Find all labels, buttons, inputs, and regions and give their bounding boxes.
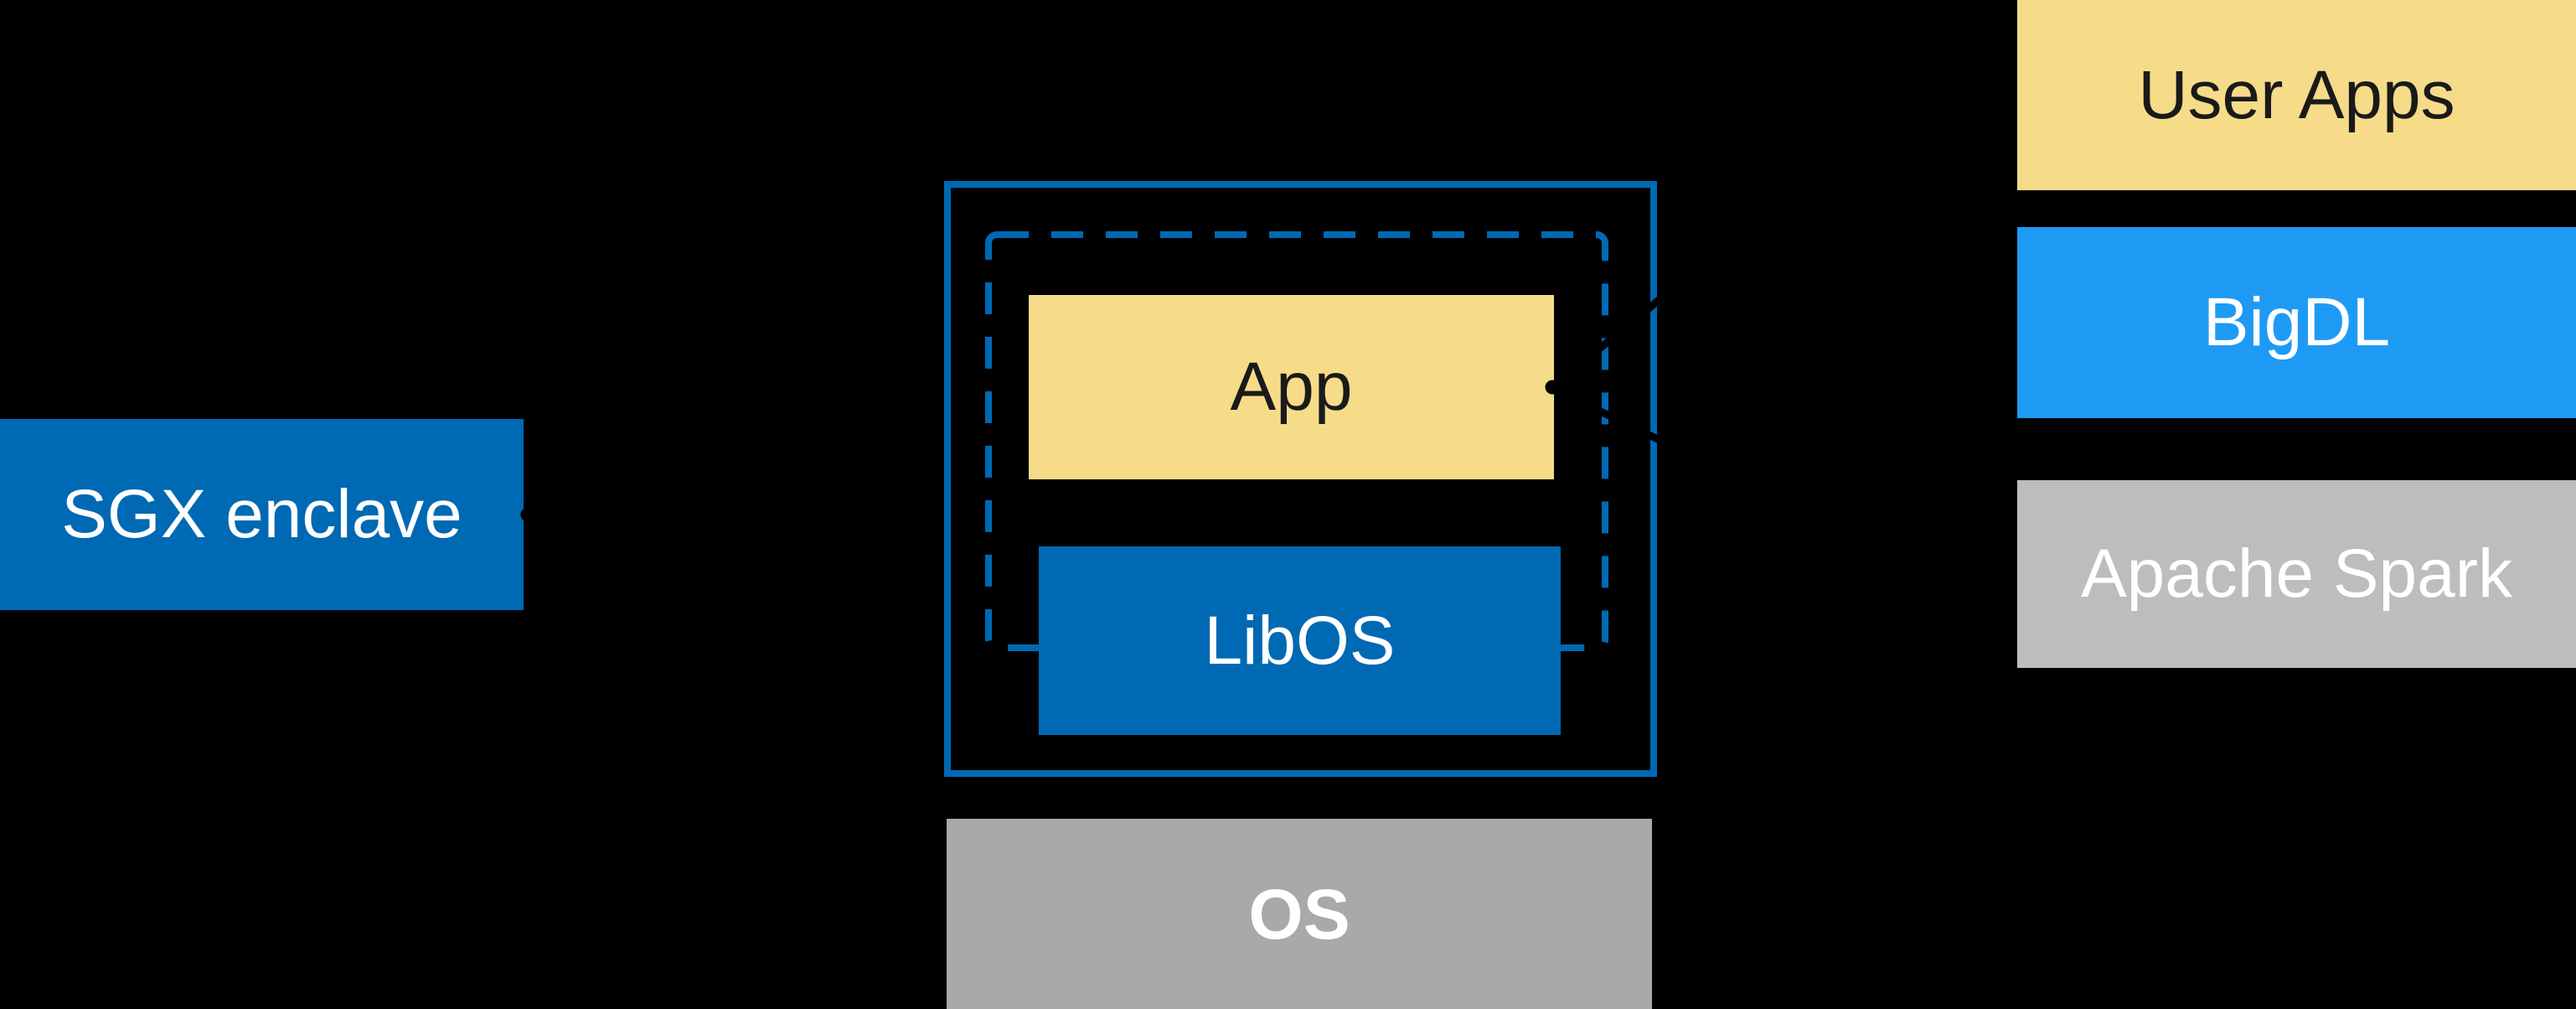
stack-to-app-arrow-upper-line xyxy=(1553,180,1804,388)
sgx-enclave-label-box: SGX enclave xyxy=(0,419,524,610)
libos-label: LibOS xyxy=(1204,602,1396,679)
libos-box: LibOS xyxy=(1039,546,1561,735)
sgx-enclave-label: SGX enclave xyxy=(61,476,462,552)
os-box: OS xyxy=(947,819,1652,1009)
stack-to-app-arrow-lower-line xyxy=(1554,385,1803,513)
app-label: App xyxy=(1230,349,1353,425)
stack-bigdl-box: BigDL xyxy=(2017,227,2576,418)
bigdl-label: BigDL xyxy=(2202,284,2391,360)
stack-user-apps-box: User Apps xyxy=(2017,0,2576,190)
stack-apache-spark-box: Apache Spark xyxy=(2017,480,2576,668)
apache-spark-label: Apache Spark xyxy=(2080,536,2513,612)
app-box: App xyxy=(1029,295,1554,479)
user-apps-label: User Apps xyxy=(2138,56,2455,133)
os-label: OS xyxy=(1248,874,1350,954)
